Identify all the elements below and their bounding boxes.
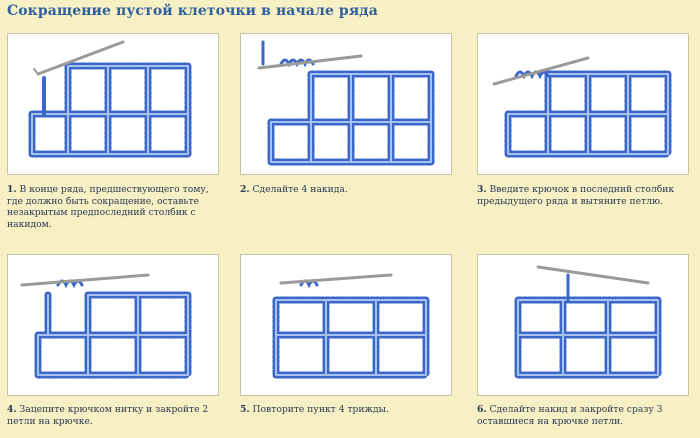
- step-2-text: Сделайте 4 накида.: [252, 184, 348, 195]
- step-5-number: 5.: [240, 404, 250, 415]
- step-2-number: 2.: [240, 184, 250, 195]
- step-1-illustration: [7, 33, 219, 175]
- step-5-text: Повторите пункт 4 трижды.: [252, 404, 389, 415]
- crochet-mesh-icon: [257, 40, 435, 166]
- step-1-caption: 1. В конце ряда, предшествующего тому, г…: [7, 184, 222, 230]
- step-3-caption: 3. Введите крючок в последний столбик пр…: [477, 184, 692, 207]
- crochet-mesh-icon: [272, 273, 430, 379]
- step-4-illustration: [7, 254, 219, 396]
- step-6-illustration: [477, 254, 689, 396]
- crochet-mesh-icon: [28, 40, 192, 158]
- step-2-illustration: [240, 33, 452, 175]
- step-6-caption: 6. Сделайте накид и закройте сразу 3 ост…: [477, 404, 692, 427]
- step-4-number: 4.: [7, 404, 17, 415]
- step-3-number: 3.: [477, 184, 487, 195]
- crochet-mesh-icon: [20, 273, 192, 379]
- page-title: Сокращение пустой клеточки в начале ряда: [7, 3, 378, 19]
- step-6-number: 6.: [477, 404, 487, 415]
- step-1-number: 1.: [7, 184, 17, 195]
- step-3-illustration: [477, 33, 689, 175]
- step-4-caption: 4. Зацепите крючком нитку и закройте 2 п…: [7, 404, 222, 427]
- step-3-text: Введите крючок в последний столбик преды…: [477, 184, 675, 207]
- step-1-text: В конце ряда, предшествующего тому, где …: [7, 184, 209, 230]
- step-2-caption: 2. Сделайте 4 накида.: [240, 184, 455, 196]
- step-5-illustration: [240, 254, 452, 396]
- crochet-mesh-icon: [492, 56, 672, 158]
- step-5-caption: 5. Повторите пункт 4 трижды.: [240, 404, 455, 416]
- crochet-mesh-icon: [514, 265, 662, 379]
- step-6-text: Сделайте накид и закройте сразу 3 оставш…: [477, 404, 663, 427]
- step-4-text: Зацепите крючком нитку и закройте 2 петл…: [7, 404, 209, 427]
